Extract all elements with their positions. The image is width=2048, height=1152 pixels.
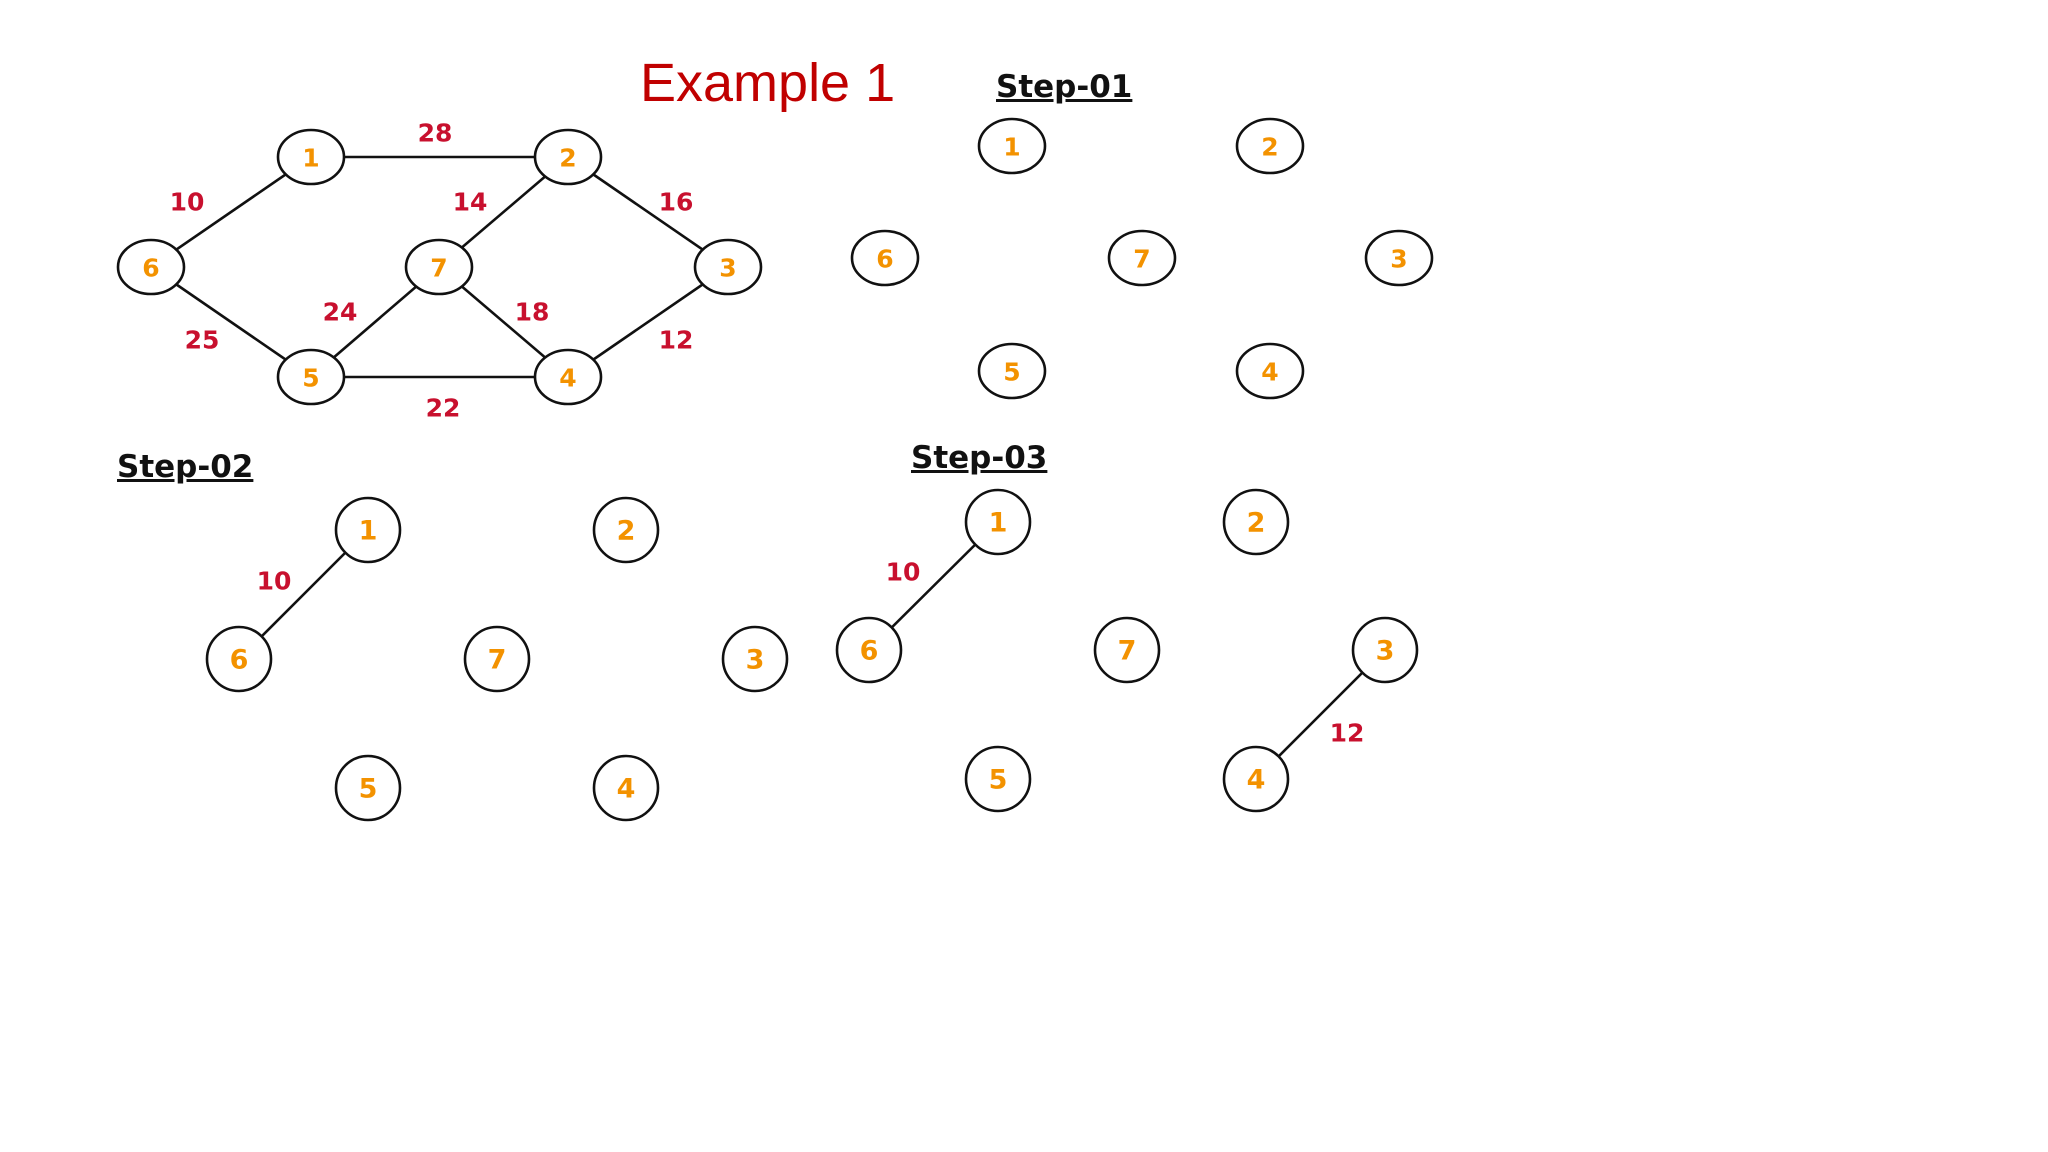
step03-node-label-5: 5 [989, 765, 1008, 796]
main-weight-2-3: 16 [659, 188, 694, 217]
main-node-label-3: 3 [719, 254, 736, 283]
step03-node-1 [964, 488, 1032, 556]
step03-node-label-6: 6 [860, 636, 879, 667]
main-weight-6-5: 25 [185, 326, 220, 355]
main-node-label-1: 1 [302, 144, 319, 173]
step02-node-label-1: 1 [359, 516, 378, 547]
step01-node-label-4: 4 [1261, 358, 1278, 387]
step01-node-label-5: 5 [1003, 358, 1020, 387]
main-node-label-5: 5 [302, 364, 319, 393]
step01-node-6 [850, 229, 920, 287]
step01-node-7 [1107, 229, 1177, 287]
step-01-label: Step-01 [996, 69, 1133, 105]
main-edge-1-6 [150, 155, 312, 269]
step03-weight-3-4: 12 [1330, 719, 1365, 748]
step03-node-6 [835, 616, 903, 684]
step02-node-label-2: 2 [617, 516, 636, 547]
step03-weight-1-6: 10 [886, 558, 921, 587]
main-weight-5-4: 22 [426, 394, 461, 423]
main-weight-7-5: 24 [323, 298, 358, 327]
step02-node-5 [334, 754, 402, 822]
main-node-label-7: 7 [430, 254, 447, 283]
main-node-1 [276, 128, 346, 186]
step02-node-4 [592, 754, 660, 822]
main-node-4 [533, 348, 603, 406]
main-weight-3-4: 12 [659, 326, 694, 355]
step01-node-2 [1235, 117, 1305, 175]
step02-node-label-7: 7 [488, 645, 507, 676]
main-node-label-2: 2 [559, 144, 576, 173]
step-02-graph: 1 2 3 4 5 6 7 10 [205, 496, 789, 822]
main-node-3 [693, 238, 763, 296]
step02-node-label-4: 4 [617, 774, 636, 805]
step02-weight-1-6: 10 [257, 567, 292, 596]
step02-node-7 [463, 625, 531, 693]
main-node-label-4: 4 [559, 364, 576, 393]
step03-node-3 [1351, 616, 1419, 684]
step-01-graph: 1 2 3 4 5 6 7 [850, 117, 1434, 400]
main-edge-2-3 [567, 155, 729, 269]
main-node-6 [116, 238, 186, 296]
step03-node-5 [964, 745, 1032, 813]
main-weight-7-4: 18 [515, 298, 550, 327]
step01-node-4 [1235, 342, 1305, 400]
main-edge-6-5 [150, 265, 312, 379]
step03-node-label-1: 1 [989, 508, 1008, 539]
step03-node-label-2: 2 [1247, 508, 1266, 539]
slide-title: Example 1 [640, 53, 896, 113]
step01-node-label-3: 3 [1390, 245, 1407, 274]
main-weight-1-6: 10 [170, 188, 205, 217]
step02-node-1 [334, 496, 402, 564]
step03-node-7 [1093, 616, 1161, 684]
step-02-label: Step-02 [117, 449, 254, 485]
step01-node-label-7: 7 [1133, 245, 1150, 274]
main-weight-1-2: 28 [418, 119, 453, 148]
step02-node-label-5: 5 [359, 774, 378, 805]
step01-node-label-1: 1 [1003, 133, 1020, 162]
main-node-7 [404, 238, 474, 296]
main-node-5 [276, 348, 346, 406]
step03-node-2 [1222, 488, 1290, 556]
step02-node-3 [721, 625, 789, 693]
main-weight-2-7: 14 [453, 188, 488, 217]
step01-node-label-2: 2 [1261, 133, 1278, 162]
step03-node-label-7: 7 [1118, 636, 1137, 667]
step01-node-3 [1364, 229, 1434, 287]
step01-node-5 [977, 342, 1047, 400]
step03-node-label-4: 4 [1247, 765, 1266, 796]
step02-node-label-6: 6 [230, 645, 249, 676]
main-node-2 [533, 128, 603, 186]
step02-node-label-3: 3 [746, 645, 765, 676]
main-edge-3-4 [567, 265, 729, 379]
step03-node-label-3: 3 [1376, 636, 1395, 667]
step03-node-4 [1222, 745, 1290, 813]
step-03-label: Step-03 [911, 440, 1048, 476]
main-node-label-6: 6 [142, 254, 159, 283]
step01-node-label-6: 6 [876, 245, 893, 274]
step01-node-1 [977, 117, 1047, 175]
step02-node-6 [205, 625, 273, 693]
step02-node-2 [592, 496, 660, 564]
